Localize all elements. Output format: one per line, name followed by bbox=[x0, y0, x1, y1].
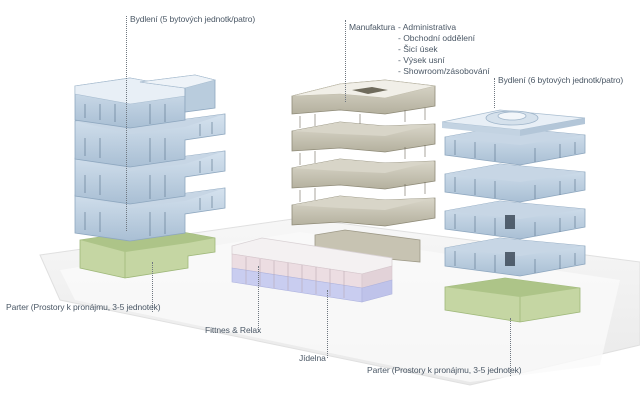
label-left-ground: Parter (Prostory k pronájmu, 3-5 jednote… bbox=[6, 302, 161, 312]
label-dining: Jídelna bbox=[299, 353, 326, 363]
center-manufacture-tower bbox=[291, 79, 436, 263]
leader-line-right-ground bbox=[510, 318, 511, 376]
leader-line-left-tower bbox=[126, 16, 127, 231]
label-left-tower: Bydlení (5 bytových jednotk/patro) bbox=[130, 14, 256, 24]
program-item-showroom: - Showroom/zásobování bbox=[398, 66, 490, 76]
label-fitness: Fittnes & Relax bbox=[205, 325, 262, 335]
leader-line-center-tower bbox=[345, 20, 346, 102]
right-ground-retail-block bbox=[444, 277, 581, 323]
label-right-ground: Parter (Prostory k pronájmu, 3-5 jednote… bbox=[367, 365, 522, 375]
center-floors bbox=[291, 79, 436, 227]
leader-line-left-ground bbox=[152, 262, 153, 312]
program-item-leather-cutting: - Výsek usní bbox=[398, 55, 445, 65]
program-item-sewing: - Šicí úsek bbox=[398, 44, 438, 54]
label-center-tower-title: Manufaktura bbox=[349, 22, 396, 32]
right-floors bbox=[441, 109, 586, 277]
leader-line-right-tower bbox=[494, 78, 495, 108]
right-residential-tower bbox=[441, 109, 586, 323]
leader-line-dining bbox=[327, 290, 328, 358]
left-floors bbox=[74, 74, 226, 242]
label-right-tower: Bydlení (6 bytových jednotk/patro) bbox=[498, 75, 624, 85]
leader-line-fitness bbox=[258, 266, 259, 332]
pavilion-fitness-dining bbox=[231, 237, 393, 303]
program-item-sales: - Obchodní oddělení bbox=[398, 33, 476, 43]
program-item-administration: - Administrativa bbox=[398, 22, 457, 32]
left-residential-tower bbox=[74, 74, 226, 279]
center-tower-program-list: - Administrativa - Obchodní oddělení - Š… bbox=[398, 22, 490, 77]
